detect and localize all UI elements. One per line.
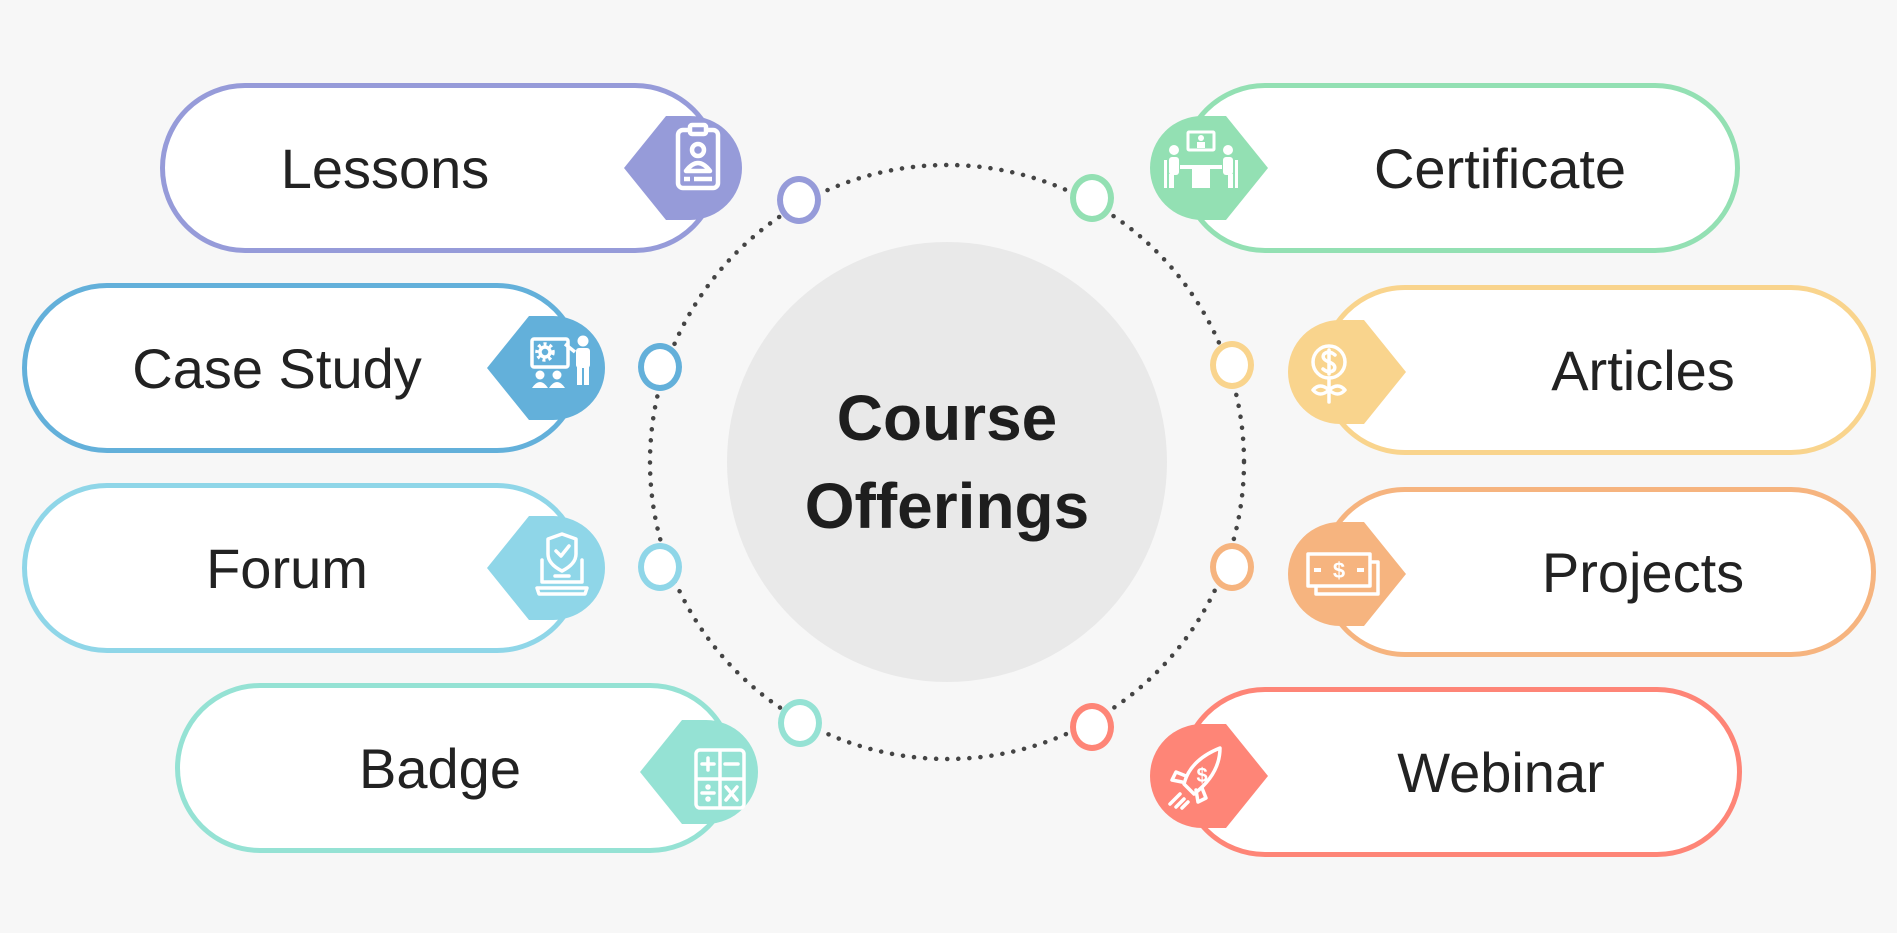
center-title-line-1: Course: [836, 382, 1058, 454]
item-badge[interactable]: Badge: [175, 683, 735, 853]
connector-node-badge: [778, 699, 822, 747]
item-case-study[interactable]: Case Study: [22, 283, 582, 453]
connector-node-projects: [1210, 543, 1254, 591]
item-label: Webinar: [1397, 740, 1605, 804]
item-label: Badge: [359, 736, 521, 800]
item-label: Lessons: [280, 136, 490, 200]
calculator-icon: [640, 706, 772, 838]
item-label: Articles: [1551, 338, 1735, 402]
svg-text:$: $: [1196, 765, 1207, 787]
connector-node-certificate: [1070, 174, 1114, 222]
item-label: Certificate: [1373, 136, 1627, 200]
connector-node-articles: [1210, 341, 1254, 389]
item-label: Case Study: [132, 336, 422, 400]
item-label: Projects: [1541, 540, 1745, 604]
connector-node-forum: [638, 543, 682, 591]
presentation-icon: [487, 302, 619, 434]
center-title-disc: Course Offerings: [727, 242, 1167, 682]
banknotes-icon: $: [1274, 508, 1406, 640]
id-badge-icon: [624, 102, 756, 234]
connector-node-case-study: [638, 343, 682, 391]
svg-text:$: $: [1333, 558, 1345, 583]
money-plant-icon: [1274, 306, 1406, 438]
connector-node-webinar: [1070, 703, 1114, 751]
center-title-line-2: Offerings: [804, 470, 1090, 542]
item-label: Forum: [206, 536, 368, 600]
video-meeting-icon: [1136, 102, 1268, 234]
item-certificate[interactable]: Certificate: [1180, 83, 1740, 253]
laptop-shield-icon: [487, 502, 619, 634]
item-articles[interactable]: Articles: [1320, 285, 1876, 455]
item-webinar[interactable]: Webinar: [1180, 687, 1742, 857]
rocket-dollar-icon: $: [1136, 710, 1268, 842]
item-projects[interactable]: Projects: [1320, 487, 1876, 657]
connector-node-lessons: [777, 176, 821, 224]
